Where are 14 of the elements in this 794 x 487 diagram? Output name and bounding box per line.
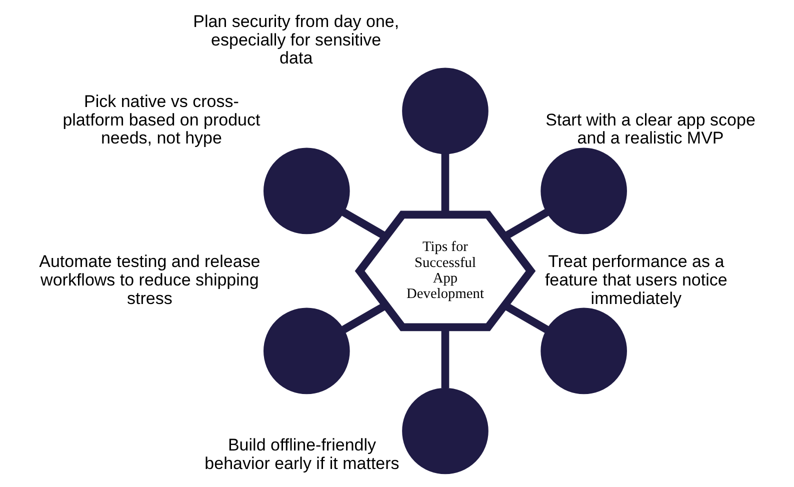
node-circle [402,68,488,154]
node-circle [540,148,626,234]
node-label: Build offline-friendly behavior early if it matters [204,435,399,473]
node-label: Pick native vs cross-platform based on product needs, not hype [62,92,260,148]
node-circle [402,388,488,474]
node-circle [540,308,626,394]
node-circle [263,308,350,394]
node-label: Plan security from day one, especially for sensitive data [192,12,399,68]
node-label: Automate testing and release workflows to reduce shipping stress [38,252,260,308]
connector [341,302,388,333]
connector [341,208,388,240]
node-label: Start with a clear app scope and a realistic MVP [545,110,755,148]
node-circle [263,148,350,234]
node-label: Treat performance as a feature that users notice immediately [544,252,727,308]
